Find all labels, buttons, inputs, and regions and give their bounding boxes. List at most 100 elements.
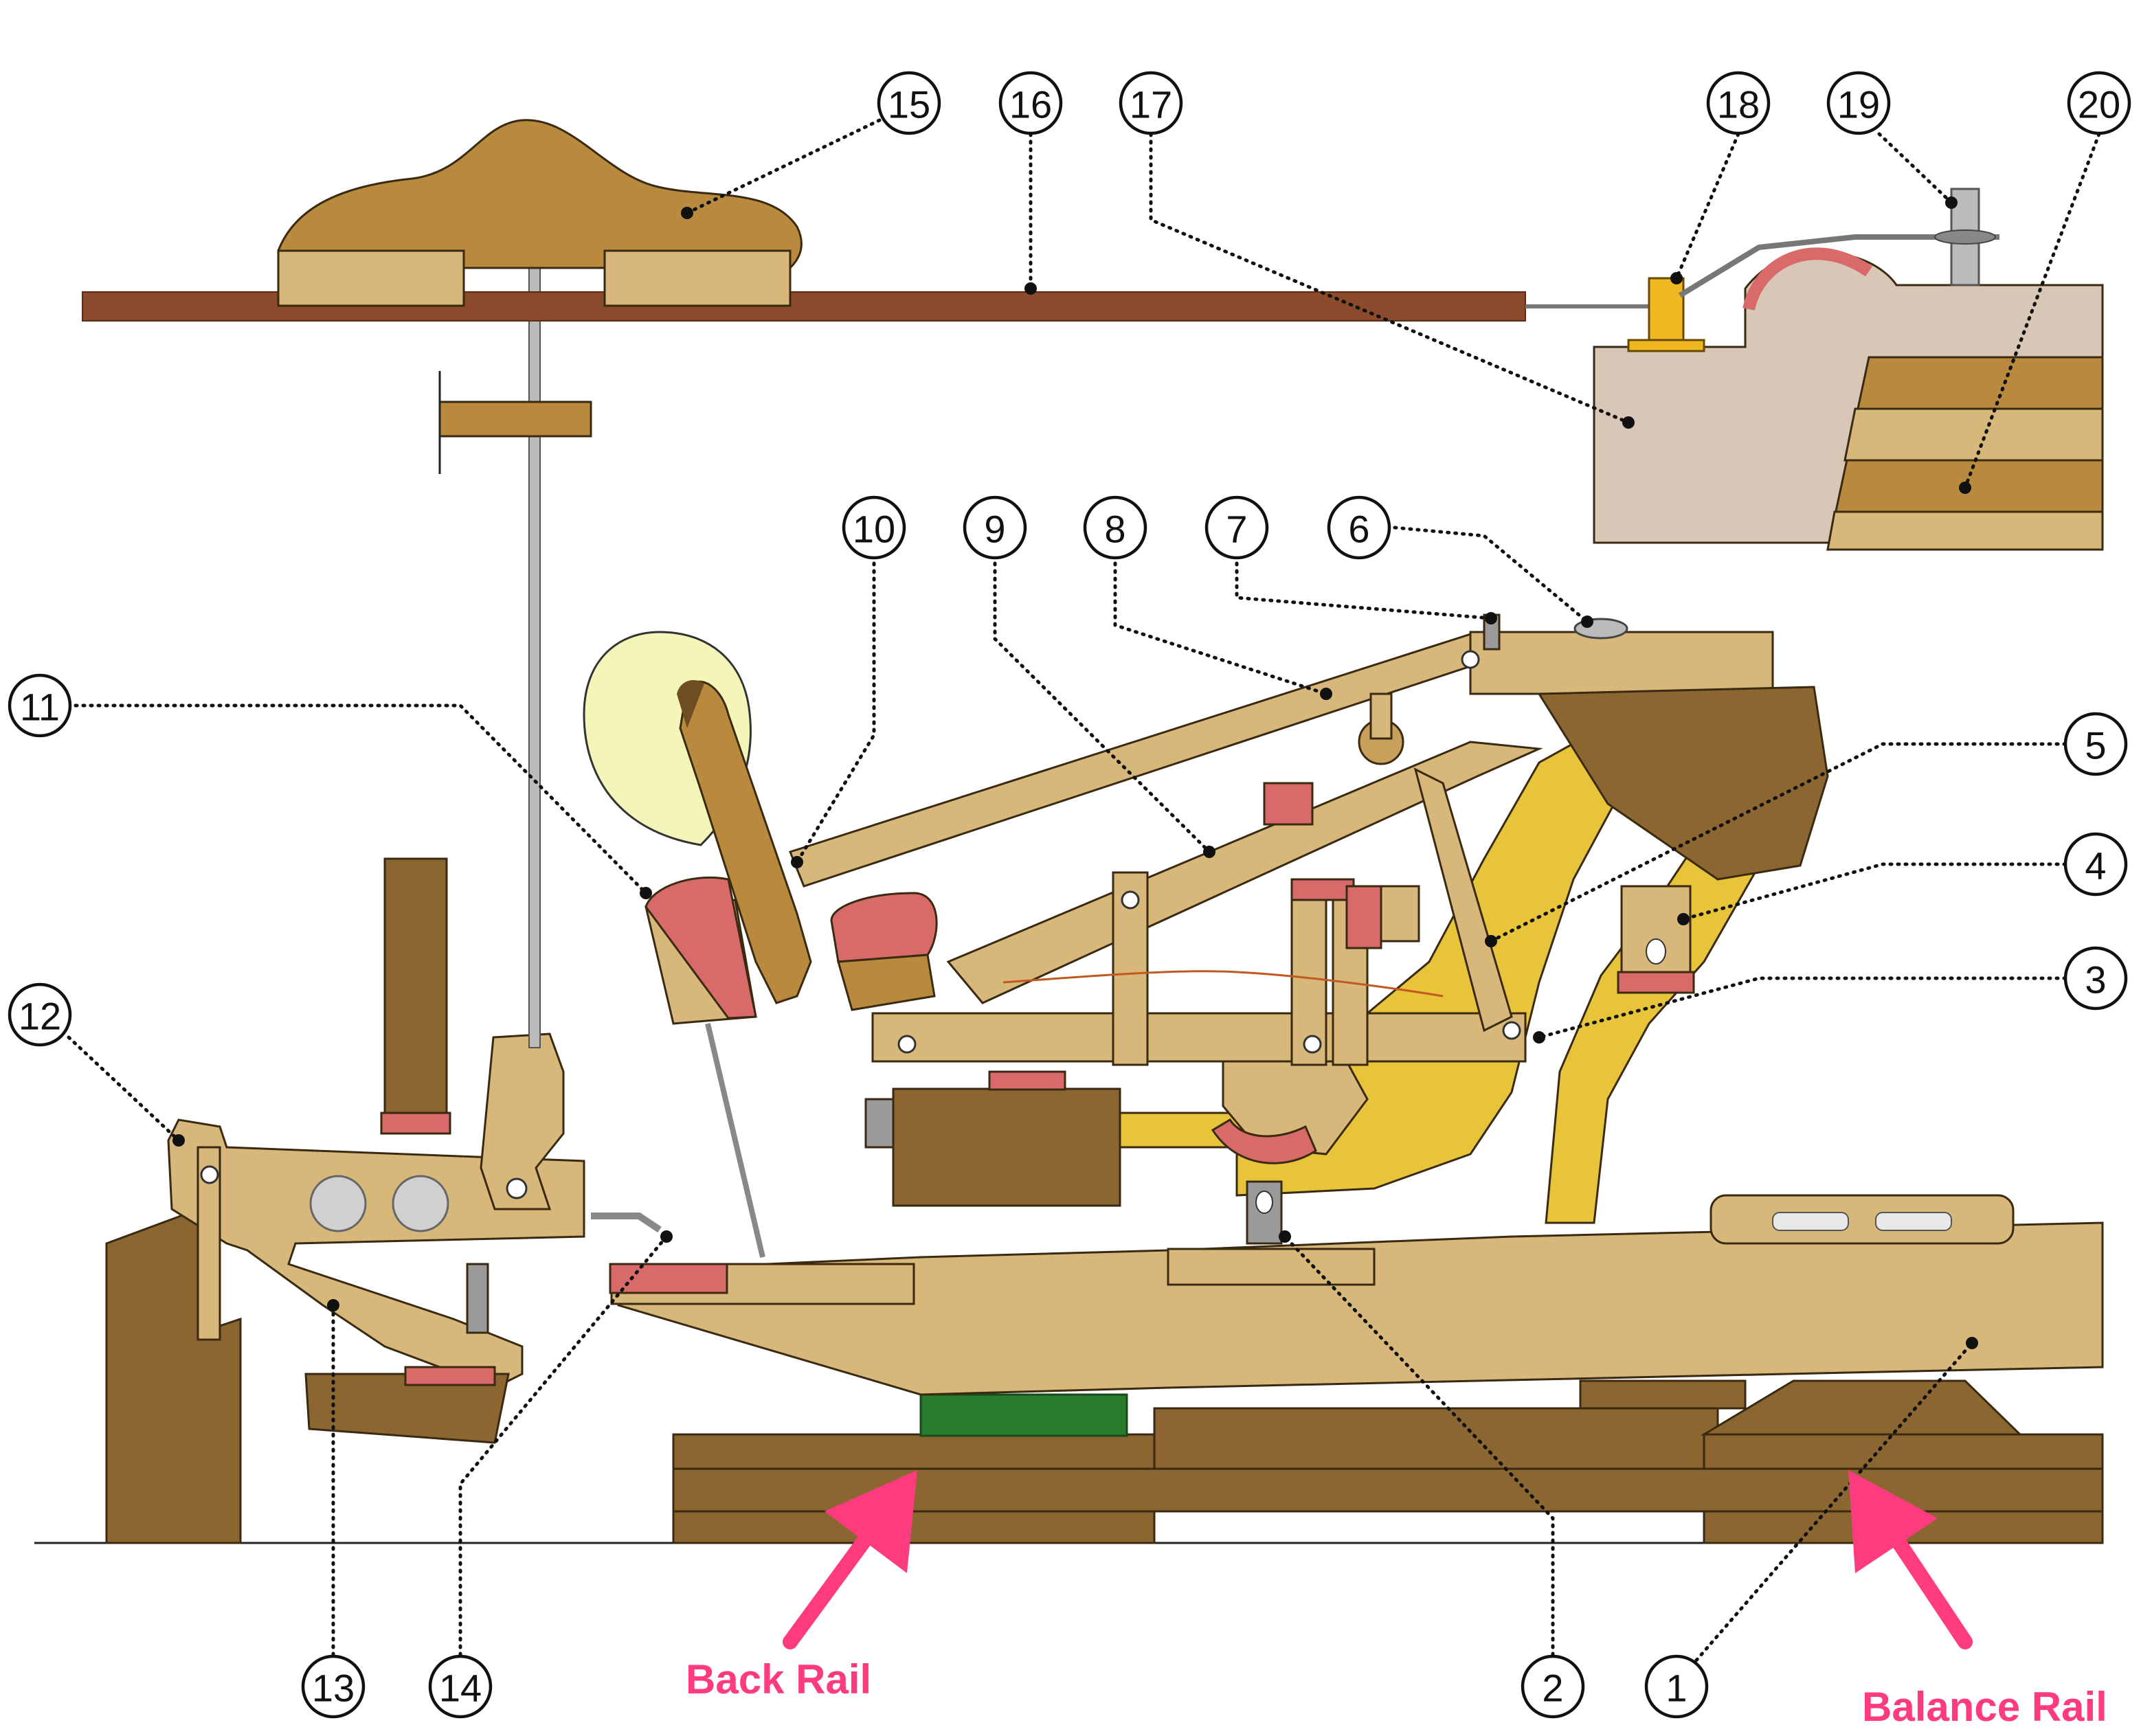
tuning-pin-coil <box>1934 229 1996 245</box>
action-rail-block <box>892 1087 1121 1207</box>
callout-19: 19 <box>1826 71 1891 135</box>
callout-9-label: 9 <box>984 508 1005 551</box>
damper-wire <box>528 195 541 1048</box>
callout-14-label: 14 <box>439 1667 482 1710</box>
drop-screw-bracket <box>1413 767 1513 1033</box>
repetition-spring-felt <box>1263 782 1314 826</box>
hammer-rest-post-base <box>837 954 936 1011</box>
callout-2-label: 2 <box>1542 1667 1563 1710</box>
callout-10-label: 10 <box>853 508 895 551</box>
action-rail-screw <box>864 1098 895 1149</box>
callout-7: 7 <box>1204 495 1269 560</box>
damper-guide-rail <box>438 401 592 438</box>
balance-rail-arrow <box>1848 1470 1973 1649</box>
callout-1-label: 1 <box>1666 1667 1687 1710</box>
drop-screw-hole <box>1646 938 1666 965</box>
callout-13-label: 13 <box>312 1667 355 1710</box>
key <box>610 1221 2104 1396</box>
callout-14: 14 <box>428 1654 493 1719</box>
key-weight-slot-2 <box>1875 1212 1952 1231</box>
damper-lever-weight-2 <box>392 1175 449 1232</box>
damper-block-upright <box>383 857 448 1121</box>
key-weights-housing <box>1710 1194 2015 1245</box>
damper-lever-pivot <box>200 1165 219 1184</box>
leader-lines <box>67 118 2101 1685</box>
repetition-spring <box>1002 970 1444 997</box>
wippen-flange-pivot <box>897 1035 917 1054</box>
wippen-pivot <box>1502 1021 1521 1040</box>
backcheck-felt <box>644 876 757 1019</box>
callout-16-label: 16 <box>1009 83 1052 126</box>
callout-12-label: 12 <box>19 995 61 1038</box>
damper-lift-felt <box>609 1263 728 1294</box>
callout-4: 4 <box>2063 832 2128 897</box>
wippen-body <box>871 1012 1527 1063</box>
let-off-button <box>1345 885 1382 949</box>
repetition-pivot <box>1121 890 1140 910</box>
callout-7-label: 7 <box>1226 508 1247 551</box>
callout-6-label: 6 <box>1348 508 1369 551</box>
callout-19-label: 19 <box>1837 83 1880 126</box>
damper-guide-pivot <box>506 1177 528 1199</box>
damper-lever-weight-1 <box>309 1175 367 1232</box>
jack-pivot <box>1303 1035 1322 1054</box>
capstan-hole <box>1255 1191 1273 1214</box>
damper-felt-left <box>277 249 465 307</box>
hammer-rest-block <box>1537 686 1829 881</box>
balance-rail-block <box>1700 1379 2023 1436</box>
damper-lever-body <box>167 1118 585 1389</box>
damper-upright-felt <box>380 1112 451 1135</box>
callout-20: 20 <box>2067 71 2131 135</box>
callout-9: 9 <box>963 495 1027 560</box>
callout-2: 2 <box>1521 1654 1585 1719</box>
repetition-lever <box>946 741 1543 1004</box>
damper-lift-hook <box>591 1213 662 1233</box>
hammer-molding-felt <box>677 680 704 728</box>
damper-lever-felt <box>404 1366 496 1386</box>
pin-block-layer-4 <box>1826 510 2104 551</box>
pressure-bar-felt <box>1742 247 1873 311</box>
string-over-bridge <box>1678 234 1999 298</box>
callout-17: 17 <box>1119 71 1183 135</box>
callout-18-label: 18 <box>1717 83 1760 126</box>
key-weight-slot-1 <box>1772 1212 1849 1231</box>
damper-guide-block <box>480 1033 565 1210</box>
callout-12: 12 <box>8 982 72 1047</box>
callout-16: 16 <box>998 71 1063 135</box>
callout-18: 18 <box>1706 71 1771 135</box>
balance-rail-label: Balance Rail <box>1862 1684 2107 1730</box>
callout-20-label: 20 <box>2078 83 2120 126</box>
callout-8-label: 8 <box>1104 508 1125 551</box>
callout-6: 6 <box>1327 495 1391 560</box>
action-rail-felt <box>988 1070 1066 1091</box>
jack-felt <box>1290 878 1355 901</box>
agraffe-base <box>1627 339 1705 352</box>
callout-11-label: 11 <box>20 686 60 729</box>
damper-felt-right <box>603 249 792 307</box>
callout-4-label: 4 <box>2085 844 2106 888</box>
backcheck-wire <box>705 1023 765 1258</box>
damper-adjust-screw <box>466 1263 489 1334</box>
pin-block-layer-2 <box>1843 407 2104 462</box>
callout-8: 8 <box>1083 495 1147 560</box>
callout-3: 3 <box>2063 946 2128 1011</box>
let-off-screw <box>1380 885 1420 943</box>
hammer-flange-block <box>1469 631 1774 695</box>
key-top-block <box>1167 1248 1376 1286</box>
callout-5: 5 <box>2063 712 2128 776</box>
hammer-flange-pivot <box>1461 650 1480 669</box>
back-rail-label: Back Rail <box>686 1656 871 1702</box>
back-rail-arrow <box>783 1470 917 1649</box>
callout-13: 13 <box>301 1654 366 1719</box>
callout-15: 15 <box>877 71 941 135</box>
callout-1: 1 <box>1644 1654 1709 1719</box>
callout-10: 10 <box>842 495 906 560</box>
callout-5-label: 5 <box>2085 724 2106 767</box>
damper-head <box>277 119 803 269</box>
knuckle-screw <box>1369 692 1393 740</box>
drop-screw-felt <box>1617 971 1695 994</box>
callout-15-label: 15 <box>888 83 930 126</box>
hammer-rest-post <box>830 892 938 963</box>
agraffe <box>1648 277 1685 341</box>
